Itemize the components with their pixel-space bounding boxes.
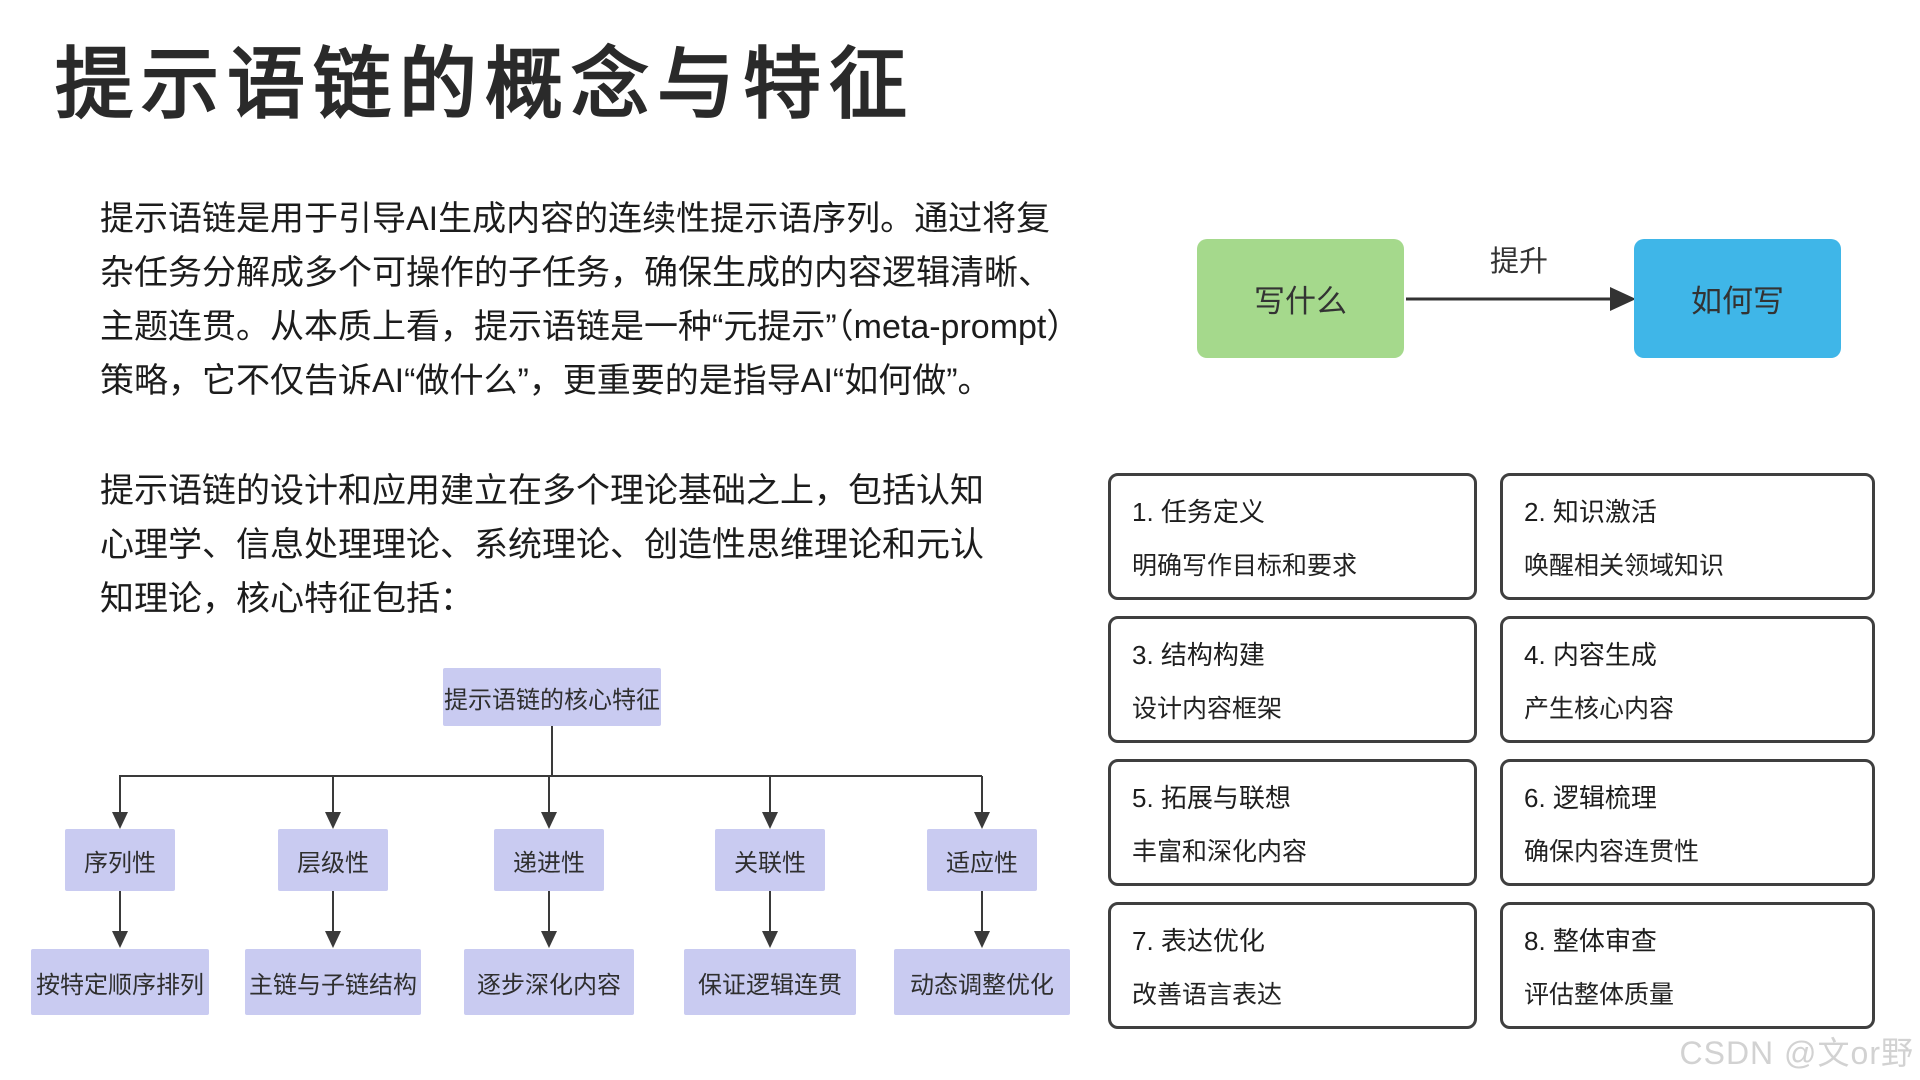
step-title: 4. 内容生成: [1524, 640, 1657, 670]
step-card: 1. 任务定义 明确写作目标和要求: [1108, 473, 1477, 600]
step-card: 8. 整体审查 评估整体质量: [1500, 902, 1875, 1029]
step-title: 1. 任务定义: [1132, 497, 1265, 527]
page-title: 提示语链的概念与特征: [55, 40, 916, 128]
steps-grid: 1. 任务定义 明确写作目标和要求 2. 知识激活 唤醒相关领域知识 3. 结构…: [1108, 473, 1875, 1029]
step-card: 2. 知识激活 唤醒相关领域知识: [1500, 473, 1875, 600]
step-title: 7. 表达优化: [1132, 926, 1265, 956]
paragraph-line: 提示语链是用于引导AI生成内容的连续性提示语序列。通过将复: [100, 200, 1051, 238]
flow-box-what-to-write: 写什么: [1197, 239, 1404, 358]
step-card: 6. 逻辑梳理 确保内容连贯性: [1500, 759, 1875, 886]
step-desc: 评估整体质量: [1524, 981, 1675, 1009]
tree-root-node: 提示语链的核心特征: [443, 668, 661, 726]
flow-arrow-label: 提升: [1489, 246, 1548, 278]
tree-branch-node: 层级性: [278, 829, 388, 891]
step-desc: 丰富和深化内容: [1132, 838, 1308, 866]
step-desc: 明确写作目标和要求: [1132, 552, 1358, 580]
tree-leaf-node: 主链与子链结构: [245, 949, 421, 1015]
step-desc: 改善语言表达: [1132, 981, 1283, 1009]
paragraph-line: 心理学、信息处理理论、系统理论、创造性思维理论和元认: [100, 526, 984, 564]
step-card: 4. 内容生成 产生核心内容: [1500, 616, 1875, 743]
theory-paragraph: 提示语链的设计和应用建立在多个理论基础之上，包括认知 心理学、信息处理理论、系统…: [100, 464, 984, 626]
step-desc: 确保内容连贯性: [1524, 838, 1700, 866]
tree-branch-node: 序列性: [65, 829, 175, 891]
flow-box-how-to-write: 如何写: [1634, 239, 1841, 358]
tree-branch-node: 关联性: [715, 829, 825, 891]
step-title: 2. 知识激活: [1524, 497, 1657, 527]
step-card: 3. 结构构建 设计内容框架: [1108, 616, 1477, 743]
tree-leaf-node: 保证逻辑连贯: [684, 949, 856, 1015]
paragraph-line: 策略，它不仅告诉AI“做什么”，更重要的是指导AI“如何做”。: [100, 362, 992, 400]
paragraph-line: 主题连贯。从本质上看，提示语链是一种“元提示”（meta-prompt）: [100, 308, 1081, 346]
flow-box-label: 如何写: [1691, 284, 1784, 319]
step-title: 8. 整体审查: [1524, 926, 1657, 956]
flow-box-label: 写什么: [1254, 284, 1347, 319]
paragraph-line: 杂任务分解成多个可操作的子任务，确保生成的内容逻辑清晰、: [100, 254, 1052, 292]
step-title: 6. 逻辑梳理: [1524, 783, 1657, 813]
tree-leaf-node: 逐步深化内容: [464, 949, 634, 1015]
watermark: CSDN @文or野: [1679, 1035, 1914, 1071]
step-desc: 产生核心内容: [1524, 695, 1675, 723]
step-card: 7. 表达优化 改善语言表达: [1108, 902, 1477, 1029]
paragraph-line: 提示语链的设计和应用建立在多个理论基础之上，包括认知: [100, 472, 984, 510]
tree-leaf-node: 按特定顺序排列: [31, 949, 209, 1015]
intro-paragraph: 提示语链是用于引导AI生成内容的连续性提示语序列。通过将复 杂任务分解成多个可操…: [100, 192, 1080, 408]
step-title: 5. 拓展与联想: [1132, 783, 1291, 813]
tree-branch-node: 递进性: [494, 829, 604, 891]
step-desc: 设计内容框架: [1132, 695, 1283, 723]
step-card: 5. 拓展与联想 丰富和深化内容: [1108, 759, 1477, 886]
paragraph-line: 知理论，核心特征包括：: [100, 580, 474, 618]
tree-branch-node: 适应性: [927, 829, 1037, 891]
step-title: 3. 结构构建: [1132, 640, 1265, 670]
tree-leaf-node: 动态调整优化: [894, 949, 1070, 1015]
step-desc: 唤醒相关领域知识: [1524, 552, 1725, 580]
